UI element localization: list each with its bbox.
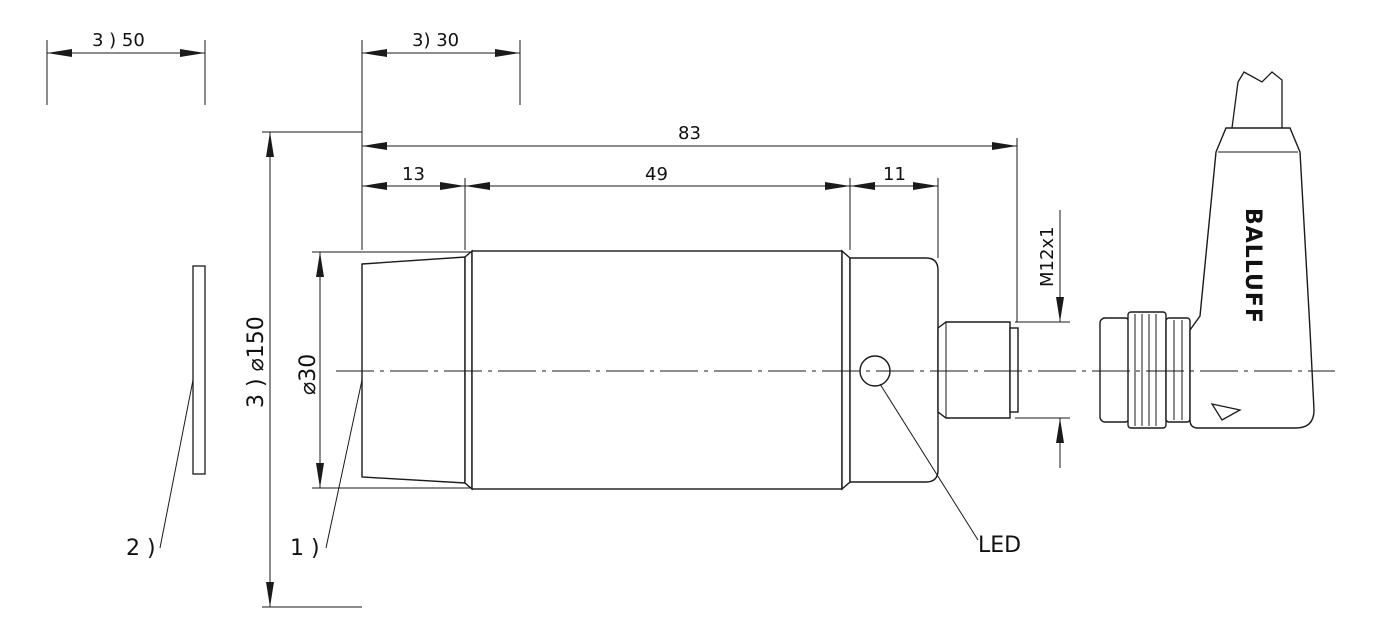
orientation-marker-icon (1210, 403, 1242, 421)
leader-led (879, 383, 979, 541)
dimension-83-label: 83 (678, 123, 701, 144)
dimension-thread: M12x1 (1015, 210, 1070, 468)
target-plate (192, 265, 206, 475)
note-1-label: 1 ) (290, 536, 320, 561)
sensor-main-body (471, 250, 843, 490)
sensing-face (361, 256, 466, 484)
dimension-30-label: 3) 30 (412, 30, 459, 51)
note-2-label: 2 ) (126, 536, 156, 561)
dimension-30: 3) 30 (361, 30, 521, 250)
sensor-housing (361, 249, 1019, 491)
dimension-49-label: 49 (645, 164, 668, 185)
dimension-diameter-30-label: ⌀30 (296, 354, 321, 395)
sensor-rear-section (849, 257, 939, 483)
connector-housing (1189, 127, 1315, 429)
dimension-83: 83 (362, 123, 1018, 322)
dimension-50: 3 ) 50 (46, 30, 206, 105)
dimension-diameter-150: 3 ) ⌀150 (244, 131, 362, 608)
dimension-diameter-30: ⌀30 (296, 251, 470, 489)
dimension-segments: 13 49 11 (362, 164, 939, 258)
coupling-nut (1127, 311, 1167, 429)
m12-plug (937, 321, 1011, 419)
dimension-50-label: 3 ) 50 (92, 30, 145, 51)
leader-note-1 (325, 379, 363, 549)
led-label: LED (978, 533, 1021, 558)
dimension-thread-label: M12x1 (1037, 226, 1058, 287)
connector-brand: BALLUFF (1240, 208, 1265, 324)
leader-note-2 (159, 379, 194, 549)
dimension-13-label: 13 (402, 164, 425, 185)
dimension-11-label: 11 (883, 164, 906, 185)
dimension-diameter-150-label: 3 ) ⌀150 (244, 316, 269, 408)
cable-connector: BALLUFF (1099, 71, 1315, 429)
